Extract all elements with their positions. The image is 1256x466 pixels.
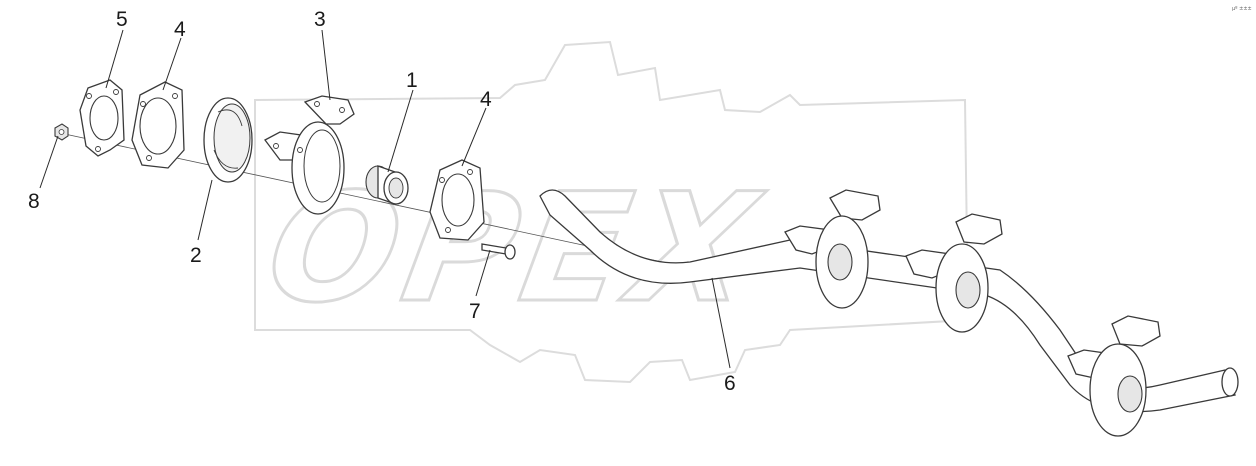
part-4-flange-plate-left <box>131 81 185 169</box>
callout-7: 7 <box>469 300 481 323</box>
gear-icon <box>254 40 970 384</box>
part-1-sleeve <box>365 165 409 205</box>
leader-lines <box>39 29 731 369</box>
callout-5: 5 <box>116 8 128 31</box>
part-5-gasket <box>79 79 125 157</box>
part-4-flange-plate-right <box>429 159 485 241</box>
callout-6: 6 <box>724 372 736 395</box>
callout-8: 8 <box>28 190 40 213</box>
callout-4-right: 4 <box>480 88 492 111</box>
callout-1: 1 <box>406 69 418 92</box>
part-7-bolt <box>481 243 516 260</box>
callout-2: 2 <box>190 244 202 267</box>
callouts: 5 4 3 1 4 8 2 7 6 <box>28 8 736 395</box>
part-2-bushing <box>203 97 253 183</box>
part-8-nut <box>54 123 69 141</box>
part-6-stabilizer-bar <box>539 189 1239 437</box>
bar-mount-3 <box>1067 315 1161 437</box>
callout-4-left: 4 <box>174 18 186 41</box>
callout-3: 3 <box>314 8 326 31</box>
bar-mount-1 <box>784 189 881 309</box>
part-3-clamp-bracket <box>264 95 355 215</box>
corner-mark: µº ±±± <box>1232 6 1252 12</box>
bar-mount-2 <box>905 213 1003 333</box>
